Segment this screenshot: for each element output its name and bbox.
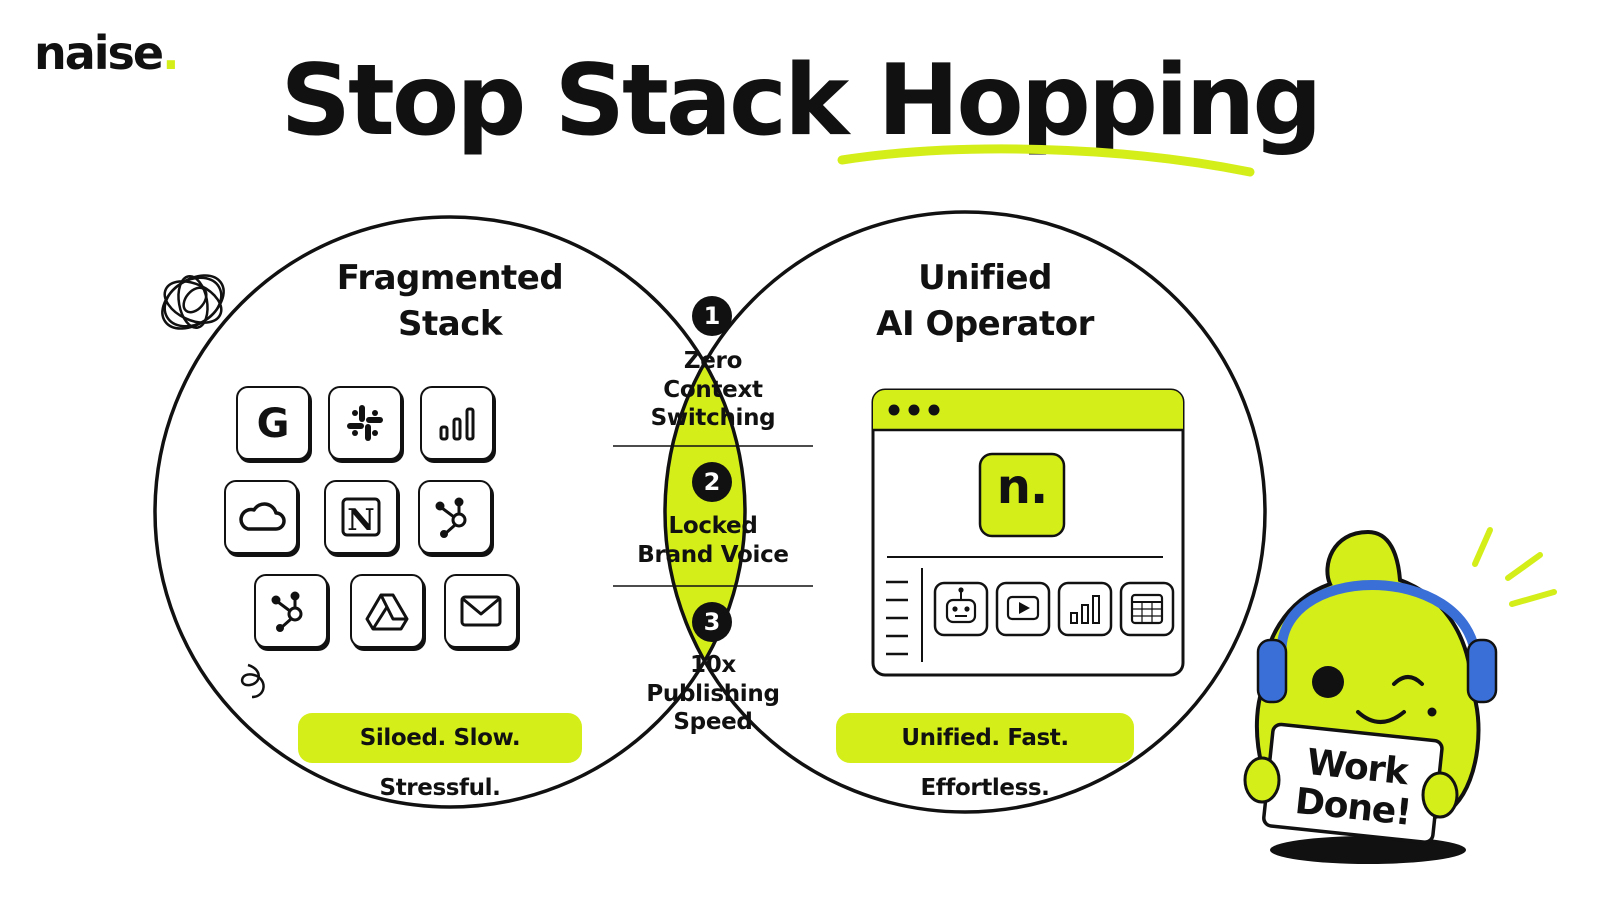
slack-icon: [347, 405, 383, 441]
naise-app-logo: n.: [996, 459, 1048, 515]
mascot-shadow: [1270, 836, 1466, 864]
left-title-line2: Stack: [398, 303, 502, 344]
mascot-eye-wink: [1392, 675, 1424, 686]
app-logo-tile: [978, 452, 1066, 538]
right-tagline: Unified. Fast. Effortless.: [836, 713, 1134, 801]
benefit-zero-context-switching: Zero Context Switching: [603, 347, 823, 433]
mascot-hand-right: [1421, 771, 1459, 819]
mascot-smile: [1356, 710, 1406, 724]
page-title: Stop Stack Hopping: [280, 44, 1322, 158]
headphone-left: [1256, 638, 1288, 704]
benefit-line: Switching: [650, 405, 776, 432]
robot-icon: [933, 581, 989, 637]
benefit-line: Speed: [673, 709, 753, 736]
chaos-scribble-icon: [161, 274, 225, 330]
left-circle: [153, 215, 747, 809]
hubspot-icon: [271, 591, 303, 632]
menu-lines-icon: [886, 580, 908, 656]
notion-icon: N: [341, 497, 381, 538]
play-icon: [995, 581, 1051, 637]
benefit-number-badge: 3: [692, 602, 732, 642]
right-title-line2: AI Operator: [876, 303, 1094, 344]
app-tile-drive: [350, 574, 424, 648]
calendar-icon: [1119, 581, 1175, 637]
mail-icon: [460, 595, 502, 627]
benefit-line: Publishing: [646, 680, 780, 707]
benefit-line: Locked: [668, 513, 758, 539]
left-tagline: Siloed. Slow. Stressful.: [298, 713, 582, 801]
right-circle: [663, 210, 1267, 814]
headphone-right: [1466, 638, 1498, 704]
right-title-line1: Unified: [918, 258, 1052, 298]
right-circle-title: Unified AI Operator: [835, 256, 1135, 347]
mascot-hand-left: [1243, 756, 1281, 804]
sparkle-lines-icon: [1472, 527, 1557, 607]
app-tile-hubspot: [418, 480, 492, 554]
google-drive-icon: [365, 593, 409, 631]
benefit-line: Context: [663, 376, 763, 403]
left-title-line1: Fragmented: [336, 258, 564, 298]
benefit-locked-brand-voice: Locked Brand Voice: [603, 512, 823, 569]
bar-chart-icon: [439, 407, 475, 441]
benefit-number-badge: 2: [692, 462, 732, 502]
benefit-line: Zero: [683, 348, 743, 374]
google-icon: G: [257, 401, 290, 445]
svg-text:G: G: [257, 401, 290, 445]
app-tile-cloud: [224, 480, 298, 554]
mascot-eye-open: [1312, 666, 1344, 698]
hubspot-icon: [435, 497, 467, 538]
cloud-icon: [239, 502, 286, 531]
app-tile-notion: N: [324, 480, 398, 554]
window-controls-icon: [888, 404, 940, 416]
left-circle-title: Fragmented Stack: [300, 256, 600, 347]
logo-dot: .: [162, 26, 180, 80]
brand-logo: naise.: [34, 26, 180, 80]
svg-text:N: N: [347, 503, 374, 538]
app-tile-hubspot-2: [254, 574, 328, 648]
app-tile-analytics: [420, 386, 494, 460]
title-underline: [837, 144, 1255, 177]
benefit-number-badge: 1: [692, 296, 732, 336]
app-tile-slack: [328, 386, 402, 460]
bar-chart-icon: [1057, 581, 1113, 637]
benefit-line: Brand Voice: [637, 541, 789, 568]
logo-text: naise: [34, 26, 164, 80]
benefit-line: 10x: [690, 652, 736, 678]
app-tile-mail: [444, 574, 518, 648]
small-scribble-icon: [241, 663, 265, 699]
benefit-publishing-speed: 10x Publishing Speed: [603, 651, 823, 737]
app-tile-google: G: [236, 386, 310, 460]
unified-app-window: [871, 388, 1185, 677]
mascot-character: [1243, 527, 1557, 864]
mascot-sign-text: Work Done!: [1286, 741, 1424, 833]
headphones-band: [1276, 580, 1481, 665]
